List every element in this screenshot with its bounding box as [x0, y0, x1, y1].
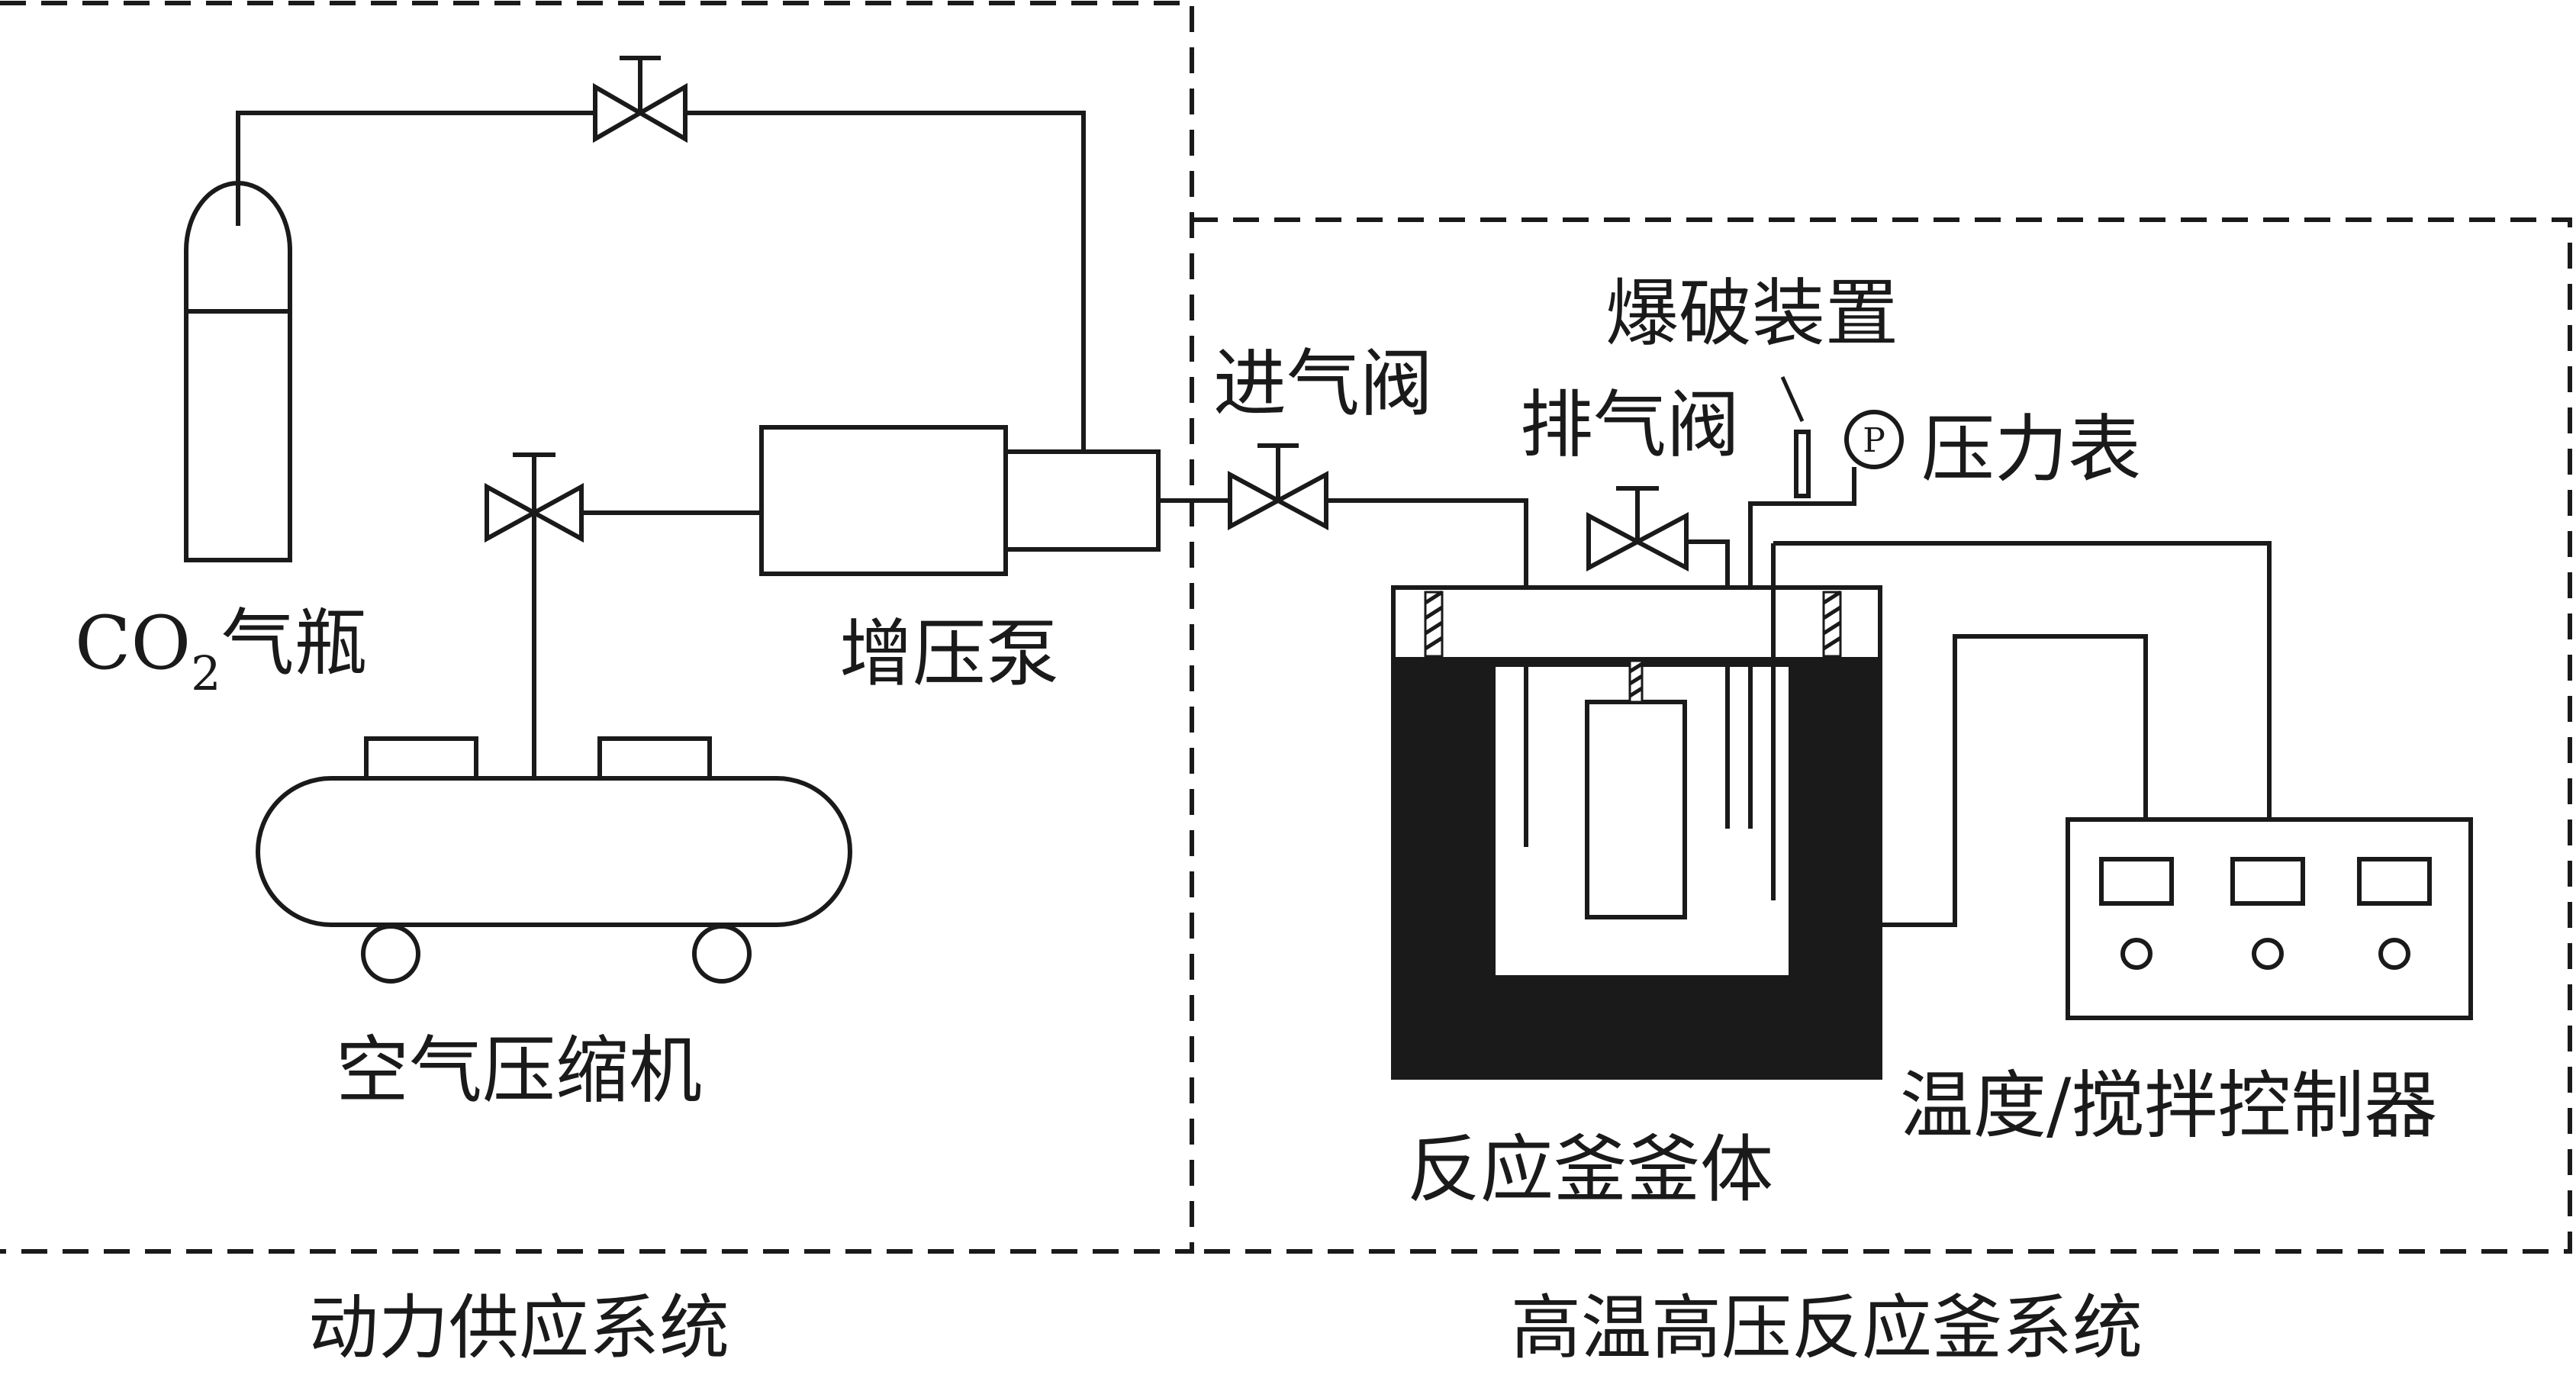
pressure-gauge-icon: P: [1844, 410, 1904, 469]
pressure-gauge-label: 压力表: [1921, 407, 2141, 492]
rupture-device-icon: [1794, 430, 1811, 498]
reactor-body-icon: [1391, 543, 1882, 1080]
rupture-device-leader: [1780, 375, 1805, 423]
air-compressor-icon: [256, 736, 852, 984]
compressor-valve-icon: [485, 452, 584, 543]
booster-pump-icon: [759, 425, 1161, 576]
power-supply-system-caption: 动力供应系统: [308, 1287, 729, 1369]
exhaust-valve-label: 排气阀: [1520, 382, 1740, 468]
svg-text:P: P: [1863, 421, 1885, 460]
intake-valve-label: 进气阀: [1213, 341, 1433, 427]
reactor-body-label: 反应釜釜体: [1407, 1127, 1773, 1212]
co2-line-valve-icon: [593, 56, 687, 143]
co2-bottle-label: CO2气瓶: [75, 601, 368, 701]
reactor-system-caption: 高温高压反应釜系统: [1511, 1287, 2143, 1369]
rupture-device-label: 爆破装置: [1605, 271, 1898, 356]
air-compressor-label: 空气压缩机: [336, 1028, 702, 1113]
exhaust-valve-icon: [1586, 486, 1689, 572]
booster-pump-label: 增压泵: [839, 611, 1059, 697]
power-supply-system-boundary: [0, 1, 1194, 1254]
temperature-control-wire: [1880, 634, 2148, 927]
controller-label: 温度/搅拌控制器: [1900, 1063, 2437, 1148]
stirrer-control-wire: [1773, 541, 2272, 820]
intake-valve-icon: [1228, 443, 1328, 531]
reactor-system-boundary: [1192, 217, 2572, 1254]
controller-icon: [2066, 817, 2473, 1020]
co2-bottle-icon: [184, 181, 292, 562]
compressor-line: [532, 510, 762, 778]
co2-supply-line: [236, 111, 1086, 452]
